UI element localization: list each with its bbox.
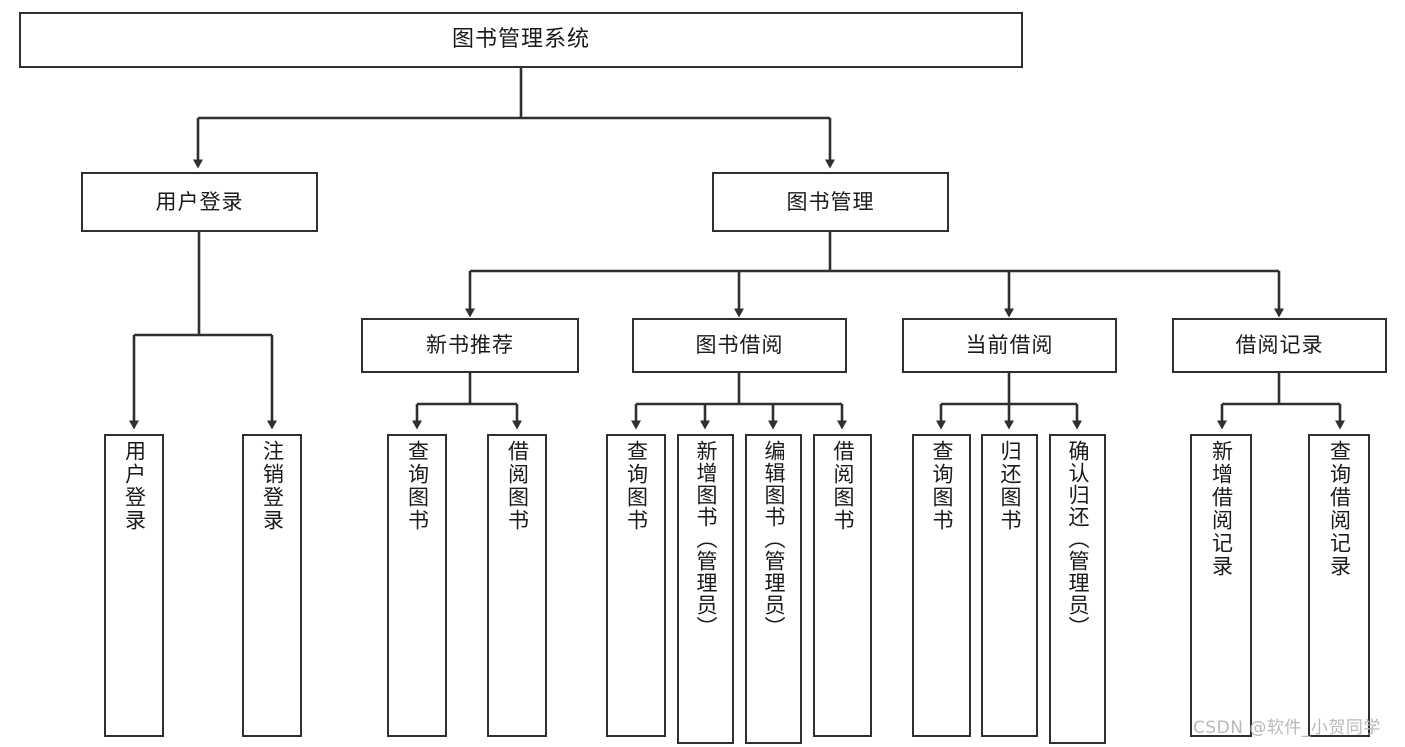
node-label: 借阅图书 — [505, 440, 530, 532]
node-label: 新增图书（管理员） — [694, 440, 718, 638]
node-book-borrow[interactable]: 图书借阅 — [632, 318, 847, 373]
node-label: 借阅图书 — [831, 440, 855, 532]
node-leaf-cur-confirm[interactable]: 确认归还（管理员） — [1049, 434, 1106, 744]
node-book-manage[interactable]: 图书管理 — [712, 172, 949, 232]
node-leaf-borrow-query[interactable]: 查询图书 — [606, 434, 666, 737]
node-leaf-cur-query[interactable]: 查询图书 — [912, 434, 971, 737]
node-label: 注销登录 — [260, 440, 285, 532]
node-leaf-record-search[interactable]: 查询借阅记录 — [1308, 434, 1370, 737]
node-user-login[interactable]: 用户登录 — [81, 172, 318, 232]
node-label: 用户登录 — [155, 189, 244, 214]
node-leaf-borrow-add[interactable]: 新增图书（管理员） — [677, 434, 734, 744]
node-label: 确认归还（管理员） — [1066, 440, 1090, 638]
node-leaf-cur-return[interactable]: 归还图书 — [981, 434, 1038, 737]
node-label: 当前借阅 — [965, 333, 1054, 358]
node-label: 借阅记录 — [1235, 333, 1324, 358]
node-label: 图书借阅 — [695, 333, 784, 358]
node-label: 编辑图书（管理员） — [762, 440, 786, 638]
node-root-system[interactable]: 图书管理系统 — [19, 12, 1023, 68]
node-borrow-record[interactable]: 借阅记录 — [1172, 318, 1387, 373]
node-label: 查询图书 — [930, 440, 954, 532]
node-label: 图书管理 — [786, 189, 875, 214]
node-label: 用户登录 — [122, 440, 147, 532]
node-label: 新书推荐 — [426, 333, 514, 358]
node-new-book-rec[interactable]: 新书推荐 — [361, 318, 579, 373]
node-leaf-rec-query[interactable]: 查询图书 — [387, 434, 447, 737]
node-label: 图书管理系统 — [451, 27, 590, 53]
watermark: CSDN @软件_小贺同学 — [1193, 718, 1381, 738]
node-label: 归还图书 — [998, 440, 1022, 532]
node-leaf-user-logout[interactable]: 注销登录 — [242, 434, 302, 737]
node-label: 新增借阅记录 — [1209, 440, 1234, 578]
node-leaf-record-add[interactable]: 新增借阅记录 — [1190, 434, 1252, 737]
node-leaf-borrow-edit[interactable]: 编辑图书（管理员） — [745, 434, 802, 744]
node-leaf-rec-borrow[interactable]: 借阅图书 — [487, 434, 547, 737]
node-label: 查询借阅记录 — [1327, 440, 1352, 578]
node-leaf-borrow-lend[interactable]: 借阅图书 — [813, 434, 872, 737]
node-leaf-user-login[interactable]: 用户登录 — [104, 434, 164, 737]
node-current-borrow[interactable]: 当前借阅 — [902, 318, 1117, 373]
node-label: 查询图书 — [405, 440, 430, 532]
node-label: 查询图书 — [624, 440, 649, 532]
